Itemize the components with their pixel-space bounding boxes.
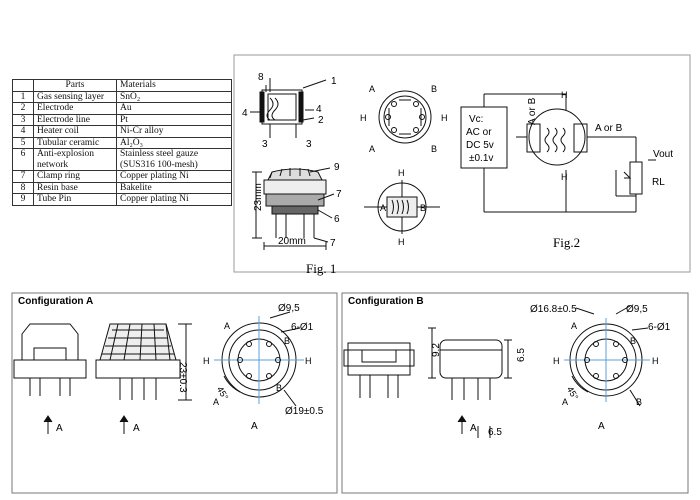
callout-6: 9 [334, 162, 340, 173]
supply-line-4: ±0.1v [469, 153, 493, 164]
configA-front-view [95, 323, 192, 434]
configA-view-a: A [251, 421, 258, 432]
heater-pin-b: B [420, 203, 426, 213]
callout-3a: 3 [262, 139, 268, 150]
configB-outer-dia: Ø16.8±0.5 [530, 304, 577, 315]
callout-9: 7 [330, 238, 336, 249]
pin-h-left: H [360, 113, 367, 123]
configB-holes: 6-Ø1 [648, 322, 671, 333]
fig2-h-bottom: H [561, 172, 568, 182]
table-header-row: Parts Materials [12, 79, 232, 92]
pin-b-top: B [431, 84, 437, 94]
a-or-b-right: A or B [595, 123, 623, 134]
heater-pin-h-bottom: H [398, 237, 405, 247]
configB-pin-dim: 6.5 [488, 427, 502, 438]
configB-pin-b-bottom: B [636, 397, 642, 407]
configB-bottom-view [564, 305, 650, 407]
row-material: Copper plating Ni [116, 170, 232, 183]
row-material: Ni-Cr alloy [116, 125, 232, 138]
pin-a-top: A [369, 84, 375, 94]
configA-inner-dia: Ø9,5 [278, 303, 300, 314]
heater-pin-a: A [380, 203, 386, 213]
pin-b-bottom: B [431, 144, 437, 154]
configA-pin-b-bottom: B [276, 383, 282, 393]
heater-pin-h-top: H [398, 168, 405, 178]
callout-4b: 4 [316, 104, 322, 115]
configB-pin-a-bottom: A [562, 397, 568, 407]
configA-title: Configuration A [18, 296, 93, 307]
row-material: Copper plating Ni [116, 193, 232, 206]
configA-bottom-view [214, 311, 304, 407]
rl-label: RL [652, 177, 665, 188]
row-material: Stainless steel gauze (SUS316 100-mesh) [116, 148, 232, 171]
configB-body-dim: 6.5 [516, 348, 527, 362]
top-figures: 8 1 2 3 3 4 4 23mm 20mm 9 7 6 7 [233, 54, 691, 276]
configB-title: Configuration B [348, 296, 424, 307]
callout-5: 8 [258, 72, 264, 83]
bottom-configs: Configuration A A 23±0.3 A [11, 292, 689, 494]
vout-label: Vout [653, 149, 673, 160]
supply-line-1: Vc: [469, 114, 483, 125]
configB-pin-h-right: H [652, 356, 659, 366]
callout-1: 1 [331, 76, 337, 87]
callout-3b: 3 [306, 139, 312, 150]
configB-pin-a-top: A [571, 321, 577, 331]
supply-line-3: DC 5v [466, 140, 494, 151]
callout-4a: 4 [242, 108, 248, 119]
row-part: Tube Pin [33, 193, 117, 206]
configA-pin-a-top: A [224, 321, 230, 331]
configA-pin-h-right: H [305, 356, 312, 366]
row-part: Clamp ring [33, 170, 117, 183]
configB-height-dim: 9.2 [431, 343, 442, 357]
configB-frame [341, 292, 689, 494]
figure-frame [233, 54, 691, 273]
configA-height-dim: 23±0.3 [177, 362, 188, 393]
configA-holes: 6-Ø1 [291, 322, 314, 333]
fig2-h-top: H [561, 90, 568, 100]
sensor-body-drawing [252, 167, 335, 250]
configA-pin-b-top: B [284, 336, 290, 346]
configB-pin-b-top: B [630, 336, 636, 346]
pin-h-right: H [441, 113, 448, 123]
configA-pin-h-left: H [203, 356, 210, 366]
test-circuit [460, 93, 656, 213]
callout-7: 7 [336, 189, 342, 200]
configB-pin-h-left: H [553, 356, 560, 366]
fig1-caption: Fig. 1 [306, 261, 336, 276]
configB-view-a: A [598, 421, 605, 432]
pin-a-bottom: A [369, 144, 375, 154]
configA-side-view [13, 323, 87, 434]
supply-line-2: AC or [466, 127, 492, 138]
configA-frame [11, 292, 338, 494]
callout-2: 2 [318, 115, 324, 126]
configA-arrow-label-1: A [56, 423, 63, 434]
a-or-b-left: A or B [527, 97, 538, 125]
sensing-element-section [250, 78, 327, 138]
callout-8: 6 [334, 214, 340, 225]
configB-inner-dia: Ø9,5 [626, 304, 648, 315]
configA-arrow-label-2: A [133, 423, 140, 434]
configA-pin-a-bottom: A [213, 397, 219, 407]
fig1-height-dim: 23mm [253, 183, 264, 211]
row-part: Anti-explosion network [33, 148, 117, 171]
fig2-caption: Fig.2 [553, 235, 580, 250]
fig1-width-dim: 20mm [278, 236, 306, 247]
configB-arrow-label: A [470, 423, 477, 434]
row-material: Bakelite [116, 181, 232, 194]
heater-view [364, 180, 440, 234]
pin-top-view [378, 90, 432, 144]
configB-front-view [428, 327, 512, 438]
configA-outer-dia: Ø19±0.5 [285, 406, 324, 417]
configB-side-view [343, 342, 415, 398]
